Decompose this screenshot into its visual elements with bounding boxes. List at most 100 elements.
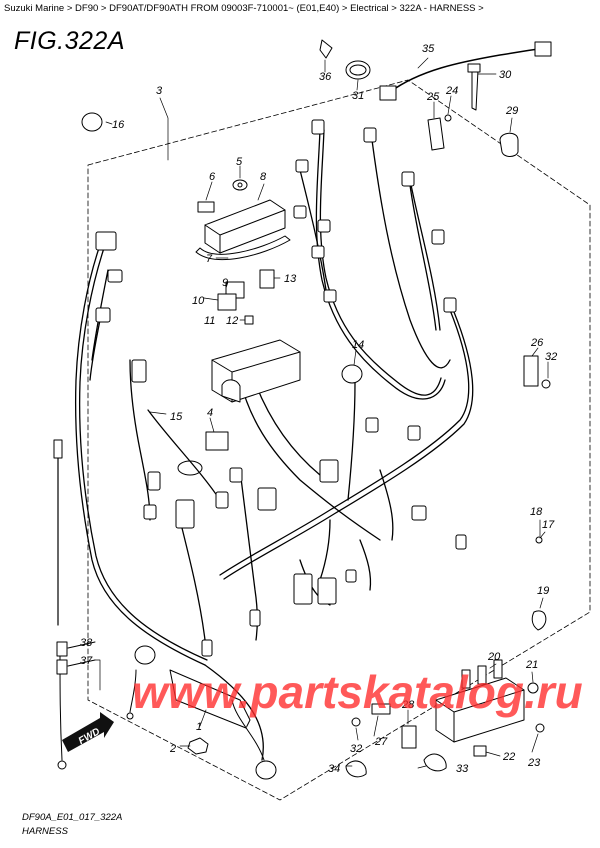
part-number: 32	[350, 743, 362, 755]
part-number: 37	[80, 655, 93, 667]
part-35-connector	[534, 41, 552, 57]
part-number: 5	[236, 156, 243, 168]
part-10-relay	[217, 293, 237, 311]
leader-line	[67, 641, 96, 667]
part-number: 29	[505, 105, 518, 117]
part-29-holder	[499, 132, 519, 157]
part-number: 11	[204, 315, 215, 327]
figure-title: FIG.322A	[14, 27, 125, 55]
part-number: 8	[260, 171, 267, 183]
breadcrumb-separator: >	[341, 3, 348, 14]
frame-line	[87, 79, 591, 801]
harness-connectors	[95, 119, 467, 657]
fwd-arrow-icon	[62, 712, 114, 752]
part-number: 2	[169, 743, 176, 755]
part-1-harness	[126, 645, 277, 780]
part-number: 1	[196, 721, 202, 733]
part-33-clamp	[423, 753, 447, 772]
part-number: 17	[542, 519, 555, 531]
part-number: 25	[426, 91, 440, 103]
part-23-screw	[535, 723, 545, 733]
junction-box	[211, 339, 301, 403]
part-28-bracket	[401, 725, 417, 749]
part-4-ring	[177, 460, 203, 476]
part-16-cap	[81, 112, 103, 132]
part-13-relay	[259, 269, 275, 289]
part-8-box	[195, 199, 291, 261]
part-number: 10	[192, 295, 205, 307]
part-24-bolt	[444, 114, 452, 122]
breadcrumb-separator: >	[100, 3, 107, 14]
part-27-bracket	[371, 703, 391, 715]
breadcrumb-item-suzuki-marine[interactable]: Suzuki Marine	[4, 3, 65, 14]
part-number: 16	[112, 119, 125, 131]
part-32-bolt	[541, 379, 551, 389]
part-number: 28	[401, 699, 415, 711]
part-4-component	[205, 431, 229, 451]
part-number: 34	[328, 763, 340, 775]
part-number: 38	[80, 637, 93, 649]
part-number: 32	[545, 351, 557, 363]
part-number: 9	[222, 277, 228, 289]
ring-terminal	[57, 760, 67, 770]
breadcrumb: Suzuki Marine > DF90 > DF90AT/DF90ATH FR…	[4, 3, 596, 14]
part-number: 24	[445, 85, 458, 97]
wire-connector	[53, 439, 63, 459]
breadcrumb-item-category[interactable]: Electrical	[350, 3, 389, 14]
part-numbers: 1 2 3 4 5 6 7 8 9 10 11 12 13 14 15 16 1…	[80, 43, 557, 775]
part-26-bracket	[523, 355, 539, 387]
part-2-nut	[187, 737, 209, 755]
part-number: 35	[422, 43, 435, 55]
part-number: 33	[456, 763, 469, 775]
breadcrumb-item-serial-range[interactable]: DF90AT/DF90ATH FROM 09003F-710001~ (E01,…	[109, 3, 340, 14]
part-19-clip	[531, 610, 547, 631]
part-number: 27	[374, 736, 388, 748]
part-number: 7	[206, 253, 213, 265]
part-number: 6	[209, 171, 216, 183]
part-number: 4	[207, 407, 213, 419]
part-34-clamp	[345, 760, 367, 778]
part-number: 13	[284, 273, 297, 285]
leader-lines	[94, 57, 549, 769]
part-number: 30	[499, 69, 512, 81]
breadcrumb-item-current-page[interactable]: 322A - HARNESS	[399, 3, 476, 14]
part-number: 3	[156, 85, 163, 97]
part-21-nut	[527, 682, 539, 694]
watermark-text: www.partskatalog.ru	[132, 666, 583, 718]
breadcrumb-separator: >	[391, 3, 397, 14]
part-number: 14	[352, 339, 364, 351]
part-number: 21	[525, 659, 538, 671]
wiring-harness	[74, 129, 474, 761]
harness-connector	[56, 641, 68, 657]
part-35-cable	[389, 47, 546, 93]
harness-connector	[56, 659, 68, 675]
figure-code: DF90A_E01_017_322A	[22, 812, 123, 823]
part-25-bracket	[427, 117, 445, 151]
part-number: 31	[352, 90, 364, 102]
part-14-cover	[341, 364, 363, 384]
part-30-tie	[471, 67, 479, 111]
part-number: 20	[487, 651, 501, 663]
figure-name: HARNESS	[22, 826, 68, 837]
breadcrumb-separator: >	[66, 3, 73, 14]
part-31-clamp	[345, 60, 371, 80]
part-number: 23	[527, 757, 541, 769]
part-5-grommet	[232, 179, 248, 191]
breadcrumb-item-model[interactable]: DF90	[75, 3, 99, 14]
part-35-connector	[379, 85, 397, 101]
part-number: 22	[502, 751, 515, 763]
part-number: 15	[170, 411, 183, 423]
part-32b-screw	[351, 717, 361, 727]
part-number: 18	[530, 506, 543, 518]
part-number: 26	[530, 337, 544, 349]
part-number: 19	[537, 585, 549, 597]
part-6-clip	[197, 201, 215, 213]
part-18-washer	[535, 536, 543, 544]
part-36-clip	[319, 39, 333, 59]
part-12-fastener	[244, 315, 254, 325]
part-20-terminal-block	[435, 659, 525, 743]
part-number: 36	[319, 71, 332, 83]
part-number: 12	[226, 315, 238, 327]
breadcrumb-separator: >	[478, 3, 484, 14]
